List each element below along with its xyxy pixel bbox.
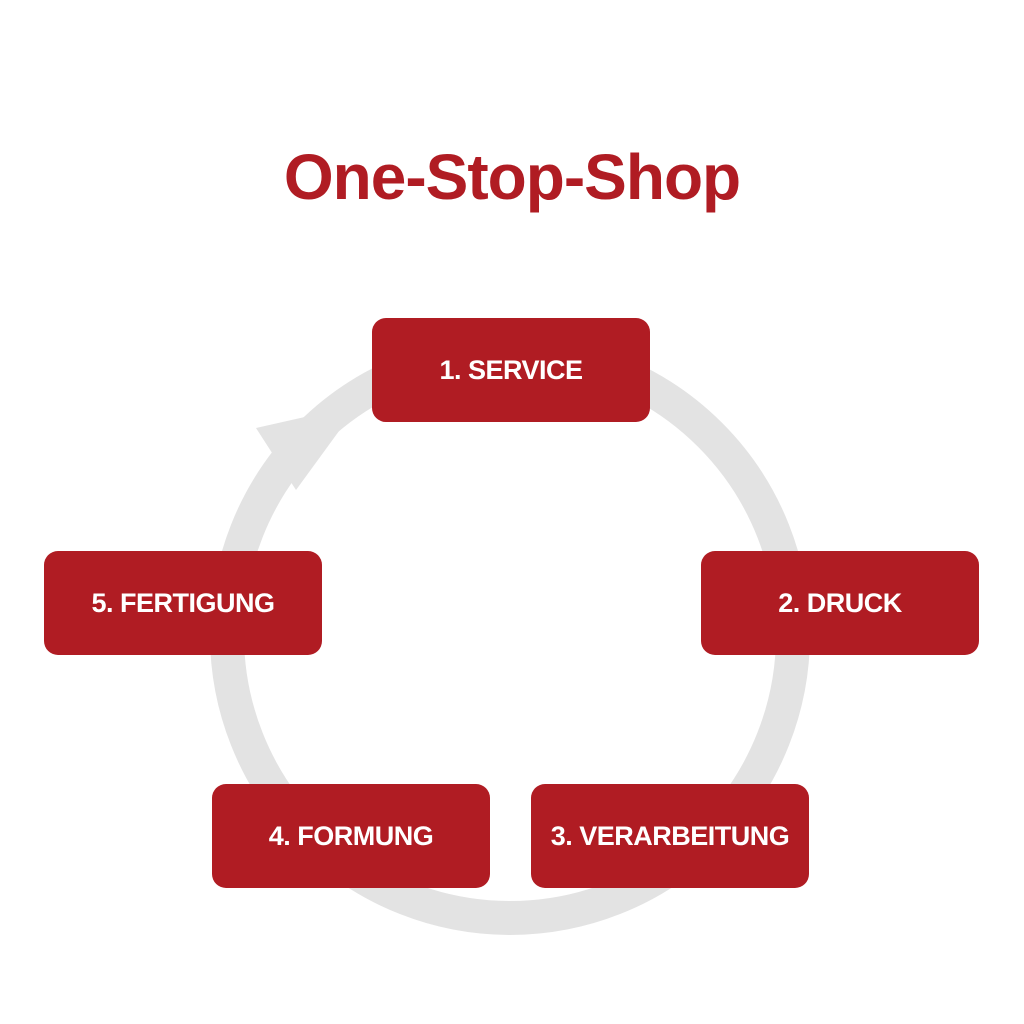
step-label: 2. DRUCK bbox=[778, 587, 902, 618]
step-label: 4. FORMUNG bbox=[268, 820, 434, 851]
step-label: 1. SERVICE bbox=[439, 354, 583, 385]
cycle-arrowhead-icon bbox=[256, 405, 358, 490]
step-druck: 2. DRUCK bbox=[701, 551, 979, 655]
diagram-title: One-Stop-Shop bbox=[283, 141, 741, 213]
step-fertigung: 5. FERTIGUNG bbox=[44, 551, 322, 655]
step-service: 1. SERVICE bbox=[372, 318, 650, 422]
step-label: 3. VERARBEITUNG bbox=[550, 820, 790, 851]
step-formung: 4. FORMUNG bbox=[212, 784, 490, 888]
step-label: 5. FERTIGUNG bbox=[91, 587, 275, 618]
step-verarbeitung: 3. VERARBEITUNG bbox=[531, 784, 809, 888]
